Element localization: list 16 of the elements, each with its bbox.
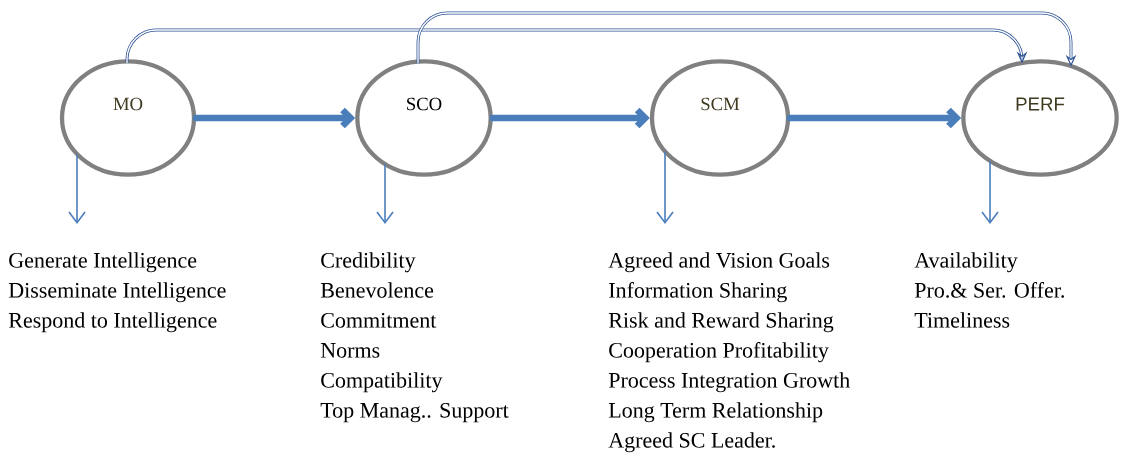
ellipse-node: SCM xyxy=(649,59,791,177)
arrow xyxy=(786,107,962,129)
arrow xyxy=(656,150,674,224)
item-list: Availability Pro.& Ser. Offer. Timeliness xyxy=(914,252,1064,328)
item-list: Credibility Benevolence Commitment Norms Compatibility Top Manag.. Support xyxy=(320,252,509,423)
item-list: Agreed and Vision Goals Information Sharing Risk and Reward Sharing Cooperation Profitability Process Integration Growth Long Term Relationship Agreed SC Leader. xyxy=(608,252,850,453)
item-list: Generate Intelligence Disseminate Intelligence Respond to Intelligence xyxy=(8,252,226,333)
arrow xyxy=(125,28,1028,64)
arrow xyxy=(192,107,356,129)
arrow xyxy=(376,163,394,224)
ellipse-node: PERF xyxy=(961,59,1119,177)
arrow xyxy=(489,107,650,129)
arrow xyxy=(981,160,999,224)
arrow xyxy=(68,153,86,224)
ellipse-node: MO xyxy=(59,59,197,177)
ellipse-node: SCO xyxy=(355,59,493,177)
